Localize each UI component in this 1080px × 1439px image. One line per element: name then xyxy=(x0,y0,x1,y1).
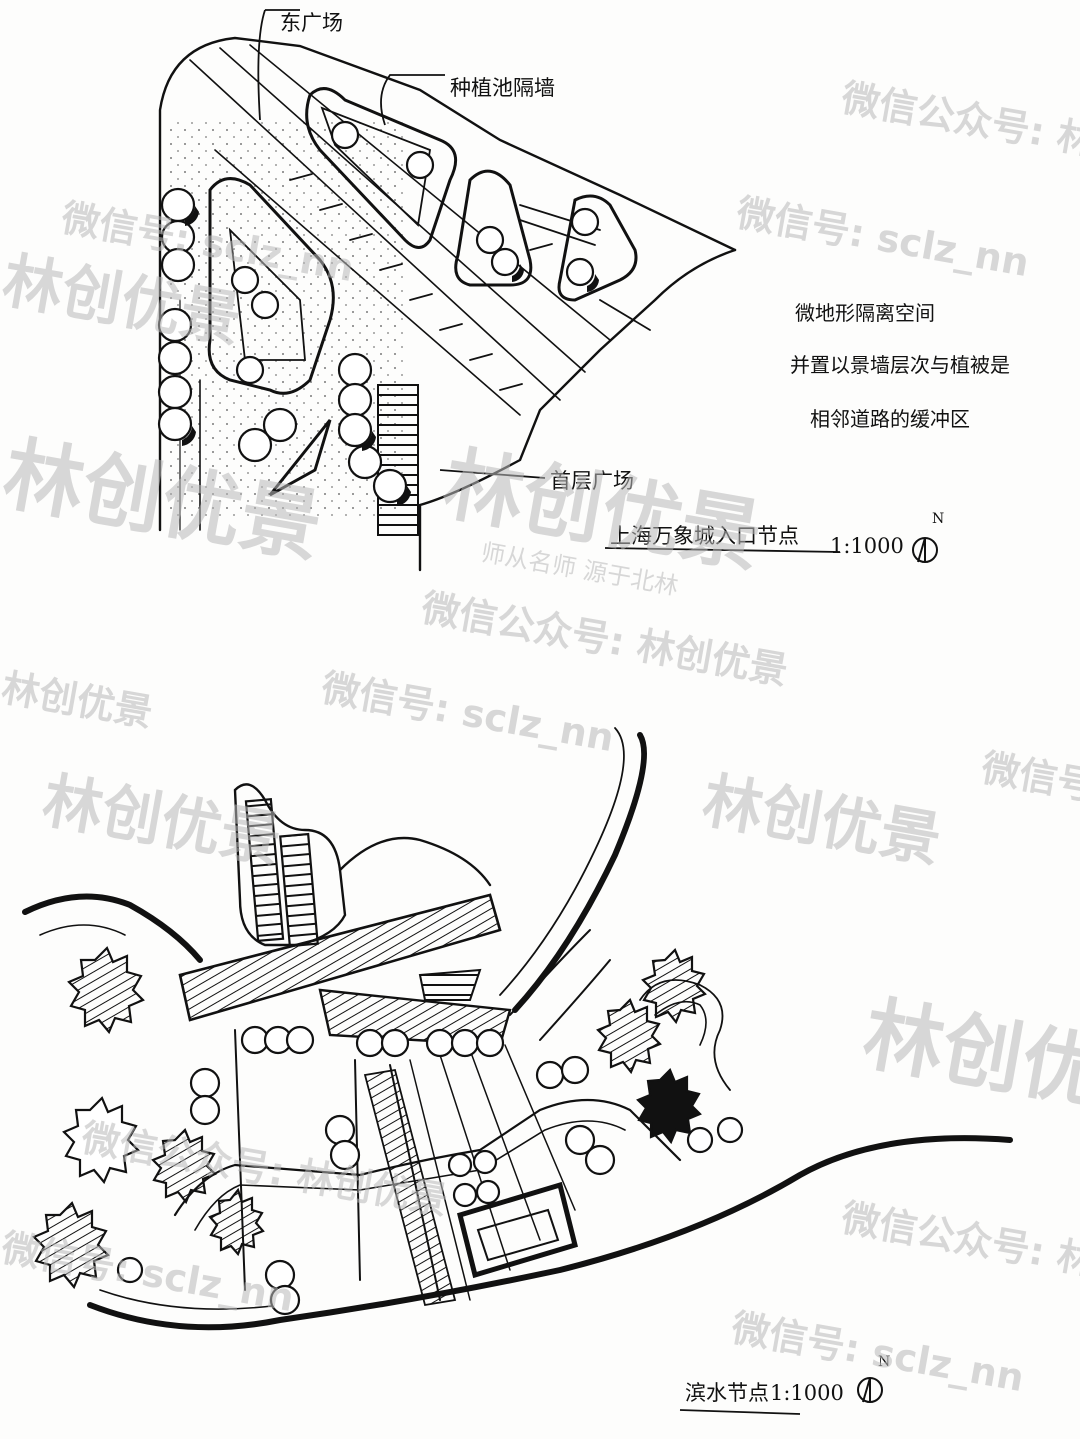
tree-symbols-top xyxy=(157,120,600,504)
title-underline-bottom xyxy=(679,1409,801,1415)
watermark-wechat-id: 微信号: sclz_nn xyxy=(317,665,617,760)
watermark-brand: 林创优景 xyxy=(857,987,1080,1134)
watermark-layer: 微信公众号: 林创优景 微信号: sclz_nn 微信号: sclz_nn 林创… xyxy=(0,75,1080,1400)
plan-title-bottom: 滨水节点 xyxy=(685,1381,769,1405)
shrub-masses-bottom xyxy=(32,946,707,1290)
label-planter-wall: 种植池隔墙 xyxy=(450,76,555,100)
watermark-wechat-public: 微信公众号: 林创优景 xyxy=(837,1195,1080,1303)
north-label-bottom: N xyxy=(878,1354,890,1370)
north-arrow-bottom xyxy=(857,1377,883,1403)
watermark-brand: 林创优景 xyxy=(0,666,156,736)
north-label-top: N xyxy=(932,511,944,527)
plan-scale-bottom: 1:1000 xyxy=(770,1381,844,1405)
watermark-wechat-public: 微信公众号: 林创优景 xyxy=(837,75,1080,183)
north-arrow-top xyxy=(912,537,938,563)
watermark-wechat-id: 微信号: sclz_nn xyxy=(977,745,1080,840)
label-main-plaza: 首层广场 xyxy=(550,469,634,493)
label-east-plaza: 东广场 xyxy=(280,11,343,35)
plan-scale-top: 1:1000 xyxy=(830,534,904,558)
design-note-line-2: 并置以景墙层次与植被是 xyxy=(790,353,1010,377)
watermark-brand: 林创优景 xyxy=(37,766,286,877)
waterfront-node-plan xyxy=(22,727,1013,1331)
design-note-line-3: 相邻道路的缓冲区 xyxy=(810,407,970,431)
tree-shadows-top xyxy=(182,206,599,506)
tree-symbols-bottom xyxy=(116,1025,744,1316)
leader-lines-top xyxy=(257,9,841,553)
watermark-wechat-id: 微信号: sclz_nn xyxy=(732,190,1032,285)
design-note-line-1: 微地形隔离空间 xyxy=(795,301,935,325)
watermark-wechat-public: 微信公众号: 林创优景 xyxy=(417,585,790,693)
plan-title-top: 上海万象城入口节点 xyxy=(610,524,799,548)
watermark-brand: 林创优景 xyxy=(697,766,946,877)
